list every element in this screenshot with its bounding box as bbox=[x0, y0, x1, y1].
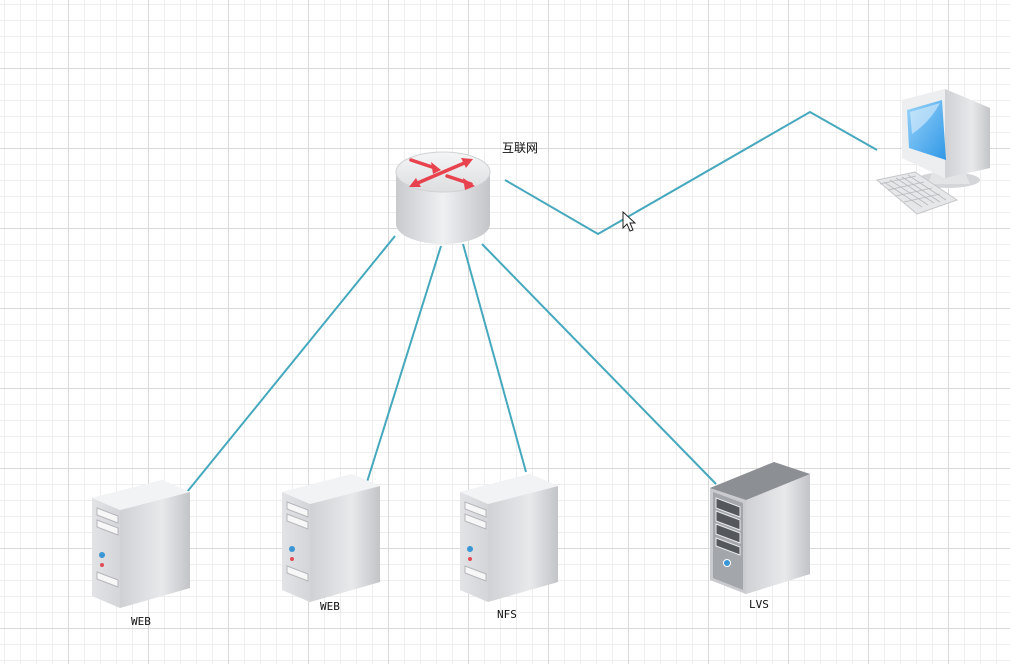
server-icon-web-2[interactable] bbox=[282, 474, 380, 602]
web2-label: WEB bbox=[320, 600, 340, 613]
mouse-cursor-icon bbox=[622, 210, 637, 232]
internet-label: 互联网 bbox=[502, 141, 538, 155]
web1-label: WEB bbox=[131, 615, 151, 628]
server-tower-icon-lvs[interactable] bbox=[710, 462, 810, 594]
edge-internet-lvs[interactable] bbox=[481, 243, 717, 485]
lvs-label: LVS bbox=[749, 598, 769, 611]
server-icon-nfs[interactable] bbox=[460, 474, 558, 602]
edge-internet-web2[interactable] bbox=[366, 245, 442, 483]
edge-internet-nfs[interactable] bbox=[462, 243, 527, 473]
desktop-computer-icon[interactable] bbox=[875, 89, 990, 215]
edge-internet-web1[interactable] bbox=[186, 235, 396, 493]
router-icon[interactable] bbox=[395, 151, 491, 244]
edge-internet-client[interactable] bbox=[504, 110, 878, 236]
nfs-label: NFS bbox=[497, 608, 517, 621]
server-icon-web-1[interactable] bbox=[92, 480, 190, 608]
